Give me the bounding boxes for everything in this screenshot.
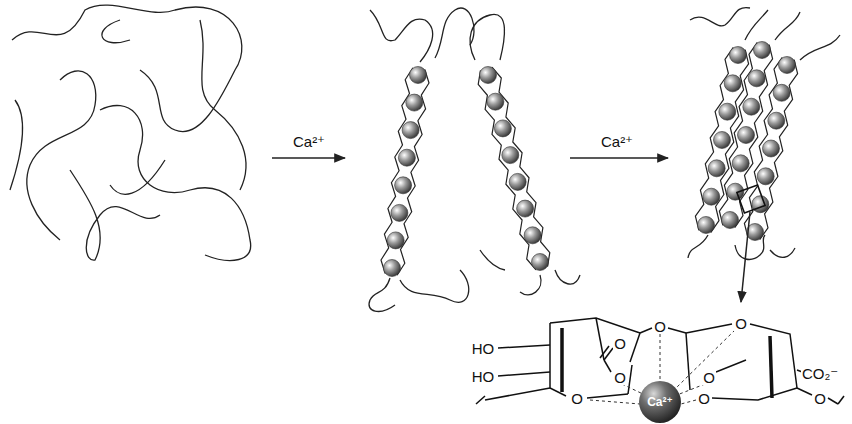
ion-label: Ca²⁺: [600, 134, 634, 149]
calcium-sphere: [724, 75, 741, 92]
calcium-sphere: [757, 168, 774, 185]
calcium-sphere: [703, 188, 720, 205]
atom-label: O: [613, 370, 627, 385]
calcium-sphere: [509, 173, 526, 190]
atom-label: CO₂⁻: [801, 366, 839, 381]
calcium-ion: [639, 381, 681, 423]
calcium-sphere: [748, 70, 765, 87]
calcium-sphere: [722, 212, 739, 229]
calcium-sphere: [779, 57, 796, 74]
atom-label: O: [697, 391, 711, 406]
calcium-sphere: [714, 132, 731, 149]
calcium-sphere: [524, 227, 541, 244]
calcium-sphere: [708, 160, 725, 177]
reaction-arrow: [272, 157, 345, 159]
calcium-sphere: [402, 122, 419, 139]
calcium-sphere: [738, 127, 755, 144]
calcium-sphere: [763, 140, 780, 157]
calcium-sphere: [517, 200, 534, 217]
atom-label: O: [613, 336, 627, 351]
calcium-sphere: [387, 232, 404, 249]
calcium-sphere: [410, 67, 427, 84]
calcium-sphere: [727, 183, 744, 200]
calcium-sphere: [391, 204, 408, 221]
atom-label: HO: [471, 369, 496, 384]
ion-label: Ca²⁺: [646, 396, 674, 408]
calcium-sphere: [773, 84, 790, 101]
chain-outline: [760, 60, 798, 240]
chain-outline: [695, 47, 733, 230]
atom-label: O: [813, 391, 827, 406]
calcium-sphere: [730, 47, 747, 64]
calcium-sphere: [494, 120, 511, 137]
calcium-sphere: [754, 42, 771, 59]
calcium-sphere: [395, 177, 412, 194]
atom-label: HO: [471, 341, 496, 356]
chain-tail: [369, 8, 580, 311]
atom-label: O: [653, 319, 667, 334]
leader-arrow: [741, 212, 750, 302]
calcium-sphere: [743, 98, 760, 115]
chain-tail: [688, 8, 840, 260]
calcium-sphere: [487, 93, 504, 110]
calcium-sphere: [398, 149, 415, 166]
calcium-sphere: [502, 147, 519, 164]
atom-label: O: [734, 316, 748, 331]
calcium-sphere: [732, 155, 749, 172]
ion-label: Ca²⁺: [292, 134, 326, 149]
calcium-sphere: [768, 112, 785, 129]
atom-label: O: [702, 370, 716, 385]
calcium-sphere: [406, 94, 423, 111]
calcium-sphere: [532, 254, 549, 271]
calcium-sphere: [384, 260, 401, 277]
random-coil: [10, 5, 251, 260]
reaction-arrow: [570, 157, 668, 159]
calcium-sphere: [698, 217, 715, 234]
calcium-sphere: [480, 67, 497, 84]
atom-label: O: [570, 391, 584, 406]
calcium-sphere: [719, 103, 736, 120]
highlight-box: [737, 185, 765, 213]
